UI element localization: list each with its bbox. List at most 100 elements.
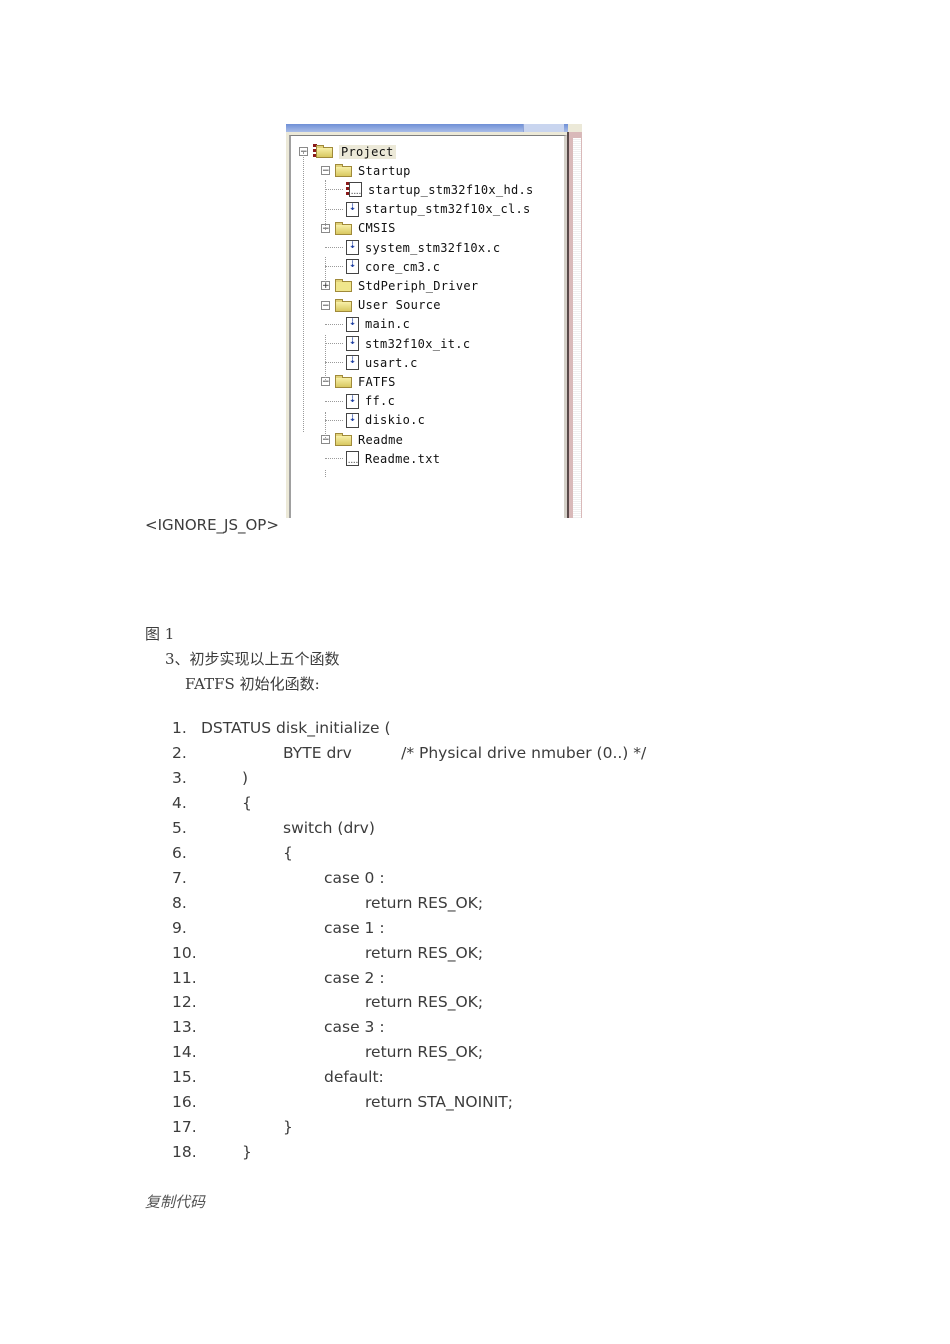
project-tree-screenshot: −Project − Startup startup_stm32f10x_hd.s ⇣ s… (286, 124, 582, 518)
file-icon: ⇣ (346, 201, 359, 217)
line-number: 5. (172, 818, 187, 837)
code-text: return RES_OK; (365, 1043, 484, 1062)
file-icon: ⇣ (346, 240, 359, 255)
line-number: 15. (172, 1068, 197, 1087)
copy-code-link[interactable]: 复制代码 (145, 1193, 206, 1211)
code-text: DSTATUS disk_initialize ( (201, 719, 391, 737)
line-number: 13. (172, 1018, 197, 1037)
line-number: 16. (172, 1093, 197, 1112)
folder-icon (316, 145, 334, 158)
line-number: 11. (172, 968, 197, 987)
tree-node-label: main.c (365, 317, 411, 332)
line-number: 7. (172, 868, 187, 887)
tree-node-label: Startup (358, 163, 411, 178)
line-number: 12. (172, 993, 197, 1012)
tree-node-label: StdPeriph_Driver (358, 278, 479, 293)
panel-title-buttons (523, 124, 564, 132)
folder-icon (335, 221, 353, 235)
tree-node[interactable]: ⇣ core_cm3.c (325, 257, 441, 276)
code-text: } (283, 1118, 293, 1137)
tree-node-label: FATFS (358, 374, 396, 389)
tree-node[interactable]: −Readme (321, 430, 403, 449)
code-text: return RES_OK; (365, 943, 484, 962)
code-text: BYTE drv /* Physical drive nmuber (0..) … (283, 743, 647, 762)
tree-node[interactable]: Readme.txt (325, 449, 441, 468)
tree-node[interactable]: − Startup (321, 161, 411, 180)
code-text: return RES_OK; (365, 993, 484, 1012)
tree-node[interactable]: ⇣ main.c (325, 315, 411, 334)
tree-node[interactable]: ⇣ system_stm32f10x.c (325, 238, 501, 257)
tree-node[interactable]: + StdPeriph_Driver (321, 276, 478, 295)
tree-node[interactable]: ⇣ usart.c (325, 353, 418, 372)
project-panel: −Project − Startup startup_stm32f10x_hd.s ⇣ s… (289, 135, 567, 518)
tree-node-label: startup_stm32f10x_cl.s (365, 202, 531, 217)
tree-node[interactable]: ⇣ stm32f10x_it.c (325, 334, 471, 353)
file-icon (349, 182, 362, 198)
code-text: default: (324, 1068, 384, 1087)
tree-node-label: Readme (358, 432, 404, 447)
tree-node-label: diskio.c (365, 413, 426, 428)
folder-icon (335, 279, 353, 293)
file-icon: ⇣ (346, 336, 359, 351)
code-text: case 0 : (324, 868, 385, 887)
tree-node[interactable]: ⇣ ff.c (325, 392, 396, 411)
tree-node-label: startup_stm32f10x_hd.s (368, 182, 534, 197)
code-text: return RES_OK; (365, 893, 484, 912)
file-icon: ⇣ (346, 393, 359, 409)
line-number: 2. (172, 743, 187, 762)
line-number: 8. (172, 893, 187, 912)
tree-node-label: stm32f10x_it.c (365, 336, 471, 351)
tree-node-label: CMSIS (358, 221, 396, 236)
collapse-icon[interactable]: − (321, 166, 330, 177)
build-target-marker-icon (346, 182, 350, 198)
code-text: case 2 : (324, 968, 385, 987)
expand-icon[interactable]: + (321, 281, 330, 292)
folder-icon (335, 433, 353, 446)
panel-titlebar (286, 124, 568, 132)
code-text: { (283, 843, 293, 862)
tree-node[interactable]: startup_stm32f10x_hd.s (325, 180, 534, 199)
folder-icon (335, 298, 353, 312)
line-number: 3. (172, 768, 187, 787)
folder-icon (335, 164, 353, 178)
tree-node[interactable]: −CMSIS (321, 219, 396, 238)
tree-node-label: Readme.txt (365, 451, 441, 466)
collapse-icon[interactable]: − (321, 300, 330, 311)
tree-node[interactable]: ⇣ startup_stm32f10x_cl.s (325, 200, 531, 219)
ignore-tag-text: <IGNORE_JS_OP> (145, 516, 279, 534)
file-icon (346, 451, 359, 467)
line-number: 18. (172, 1143, 197, 1162)
line-number: 1. (172, 719, 187, 737)
code-text: switch (drv) (283, 818, 375, 837)
tree-node-label: ff.c (365, 394, 396, 409)
file-icon: ⇣ (346, 355, 359, 371)
tree-node-label: core_cm3.c (365, 259, 441, 274)
tree-node-label: system_stm32f10x.c (365, 240, 501, 255)
line-number: 6. (172, 843, 187, 862)
line-number: 9. (172, 918, 187, 937)
file-icon: ⇣ (346, 412, 359, 428)
build-target-marker-icon (313, 144, 317, 159)
code-text: { (242, 793, 252, 812)
tree-node[interactable]: −FATFS (321, 372, 396, 391)
code-text: case 1 : (324, 918, 385, 937)
code-text: ) (242, 768, 249, 787)
figure-caption: 图 1 (145, 625, 175, 643)
tree-node[interactable]: ⇣ diskio.c (325, 411, 426, 430)
line-number: 14. (172, 1043, 197, 1062)
section-heading: 3、初步实现以上五个函数 (165, 650, 340, 668)
line-number: 17. (172, 1118, 197, 1137)
tree-node[interactable]: −Project (299, 142, 396, 161)
subheading: FATFS 初始化函数: (185, 675, 320, 693)
code-text: return STA_NOINIT; (365, 1093, 513, 1112)
code-text: } (242, 1143, 252, 1162)
file-icon: ⇣ (346, 259, 359, 275)
tree-node[interactable]: − User Source (321, 296, 441, 315)
code-text: case 3 : (324, 1018, 385, 1037)
tree-node-label: usart.c (365, 355, 418, 370)
file-icon: ⇣ (346, 316, 359, 332)
editor-edge (567, 132, 582, 518)
tree-node-label: User Source (358, 298, 441, 313)
line-number: 10. (172, 943, 197, 962)
folder-icon (335, 375, 353, 389)
